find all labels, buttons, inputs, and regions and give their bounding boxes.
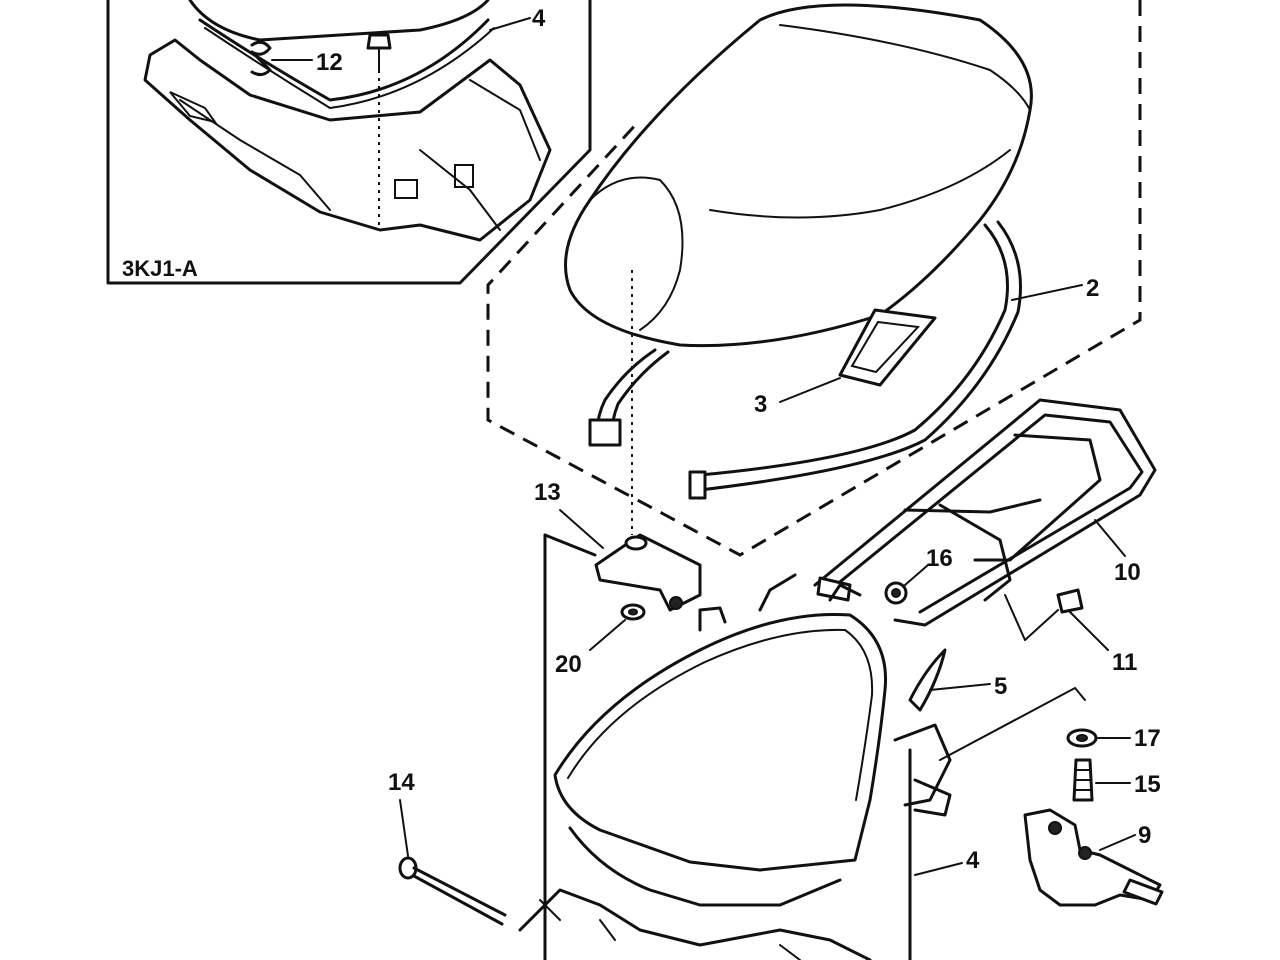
inset-callout-4: 4 [532,5,546,32]
lock-part-9: 9 [1023,808,1164,907]
inset-lower-cowl [143,38,552,242]
inset-frame [106,0,592,285]
inset-cowling-seal-inner [204,27,495,110]
inset-spring-icon [250,40,272,77]
callout-13: 13 [534,479,561,506]
lower-cowling-part-4: 4 [518,533,980,960]
washer-part-17: 17 [1066,725,1161,752]
lower-cowling-bowl [553,612,888,872]
hinge-part-13: 13 [534,479,702,612]
inset-cowling-seal [198,18,490,102]
top-cowling-shell [564,3,1033,348]
callout-20: 20 [555,651,582,678]
callout-17: 17 [1134,725,1161,752]
callout-15: 15 [1134,771,1161,798]
top-cowling-group-outline [486,0,1142,557]
cowling-seal-part-2: 2 [588,220,1099,500]
inset-detail: 4 12 3KJ1-A [106,0,592,285]
inset-bolt-icon [366,33,392,50]
callout-16: 16 [926,545,953,572]
bolt-part-15: 15 [1072,758,1161,802]
top-cowling [564,3,1033,535]
callout-11: 11 [1112,649,1137,676]
clip-part-5: 5 [908,648,1007,712]
callout-10: 10 [1114,559,1141,586]
washer-part-20: 20 [555,603,646,678]
handle-bracket-part-10: 10 [813,398,1157,627]
callout-5: 5 [994,673,1007,700]
callout-3: 3 [754,391,767,418]
callout-14: 14 [388,769,415,796]
callout-2: 2 [1086,275,1099,302]
inset-label: 3KJ1-A [122,256,198,281]
bolt-part-11: 11 [1004,588,1137,676]
key-icon [1122,878,1164,906]
callout-9: 9 [1138,822,1151,849]
bolt-icon [1056,588,1084,614]
bolt-part-14: 14 [388,769,507,926]
inset-callout-12: 12 [316,49,343,76]
inset-cowling-top [188,0,490,42]
callout-4: 4 [966,847,980,874]
nut-part-16: 16 [884,545,953,605]
rubber-pad-part-3: 3 [754,308,937,418]
